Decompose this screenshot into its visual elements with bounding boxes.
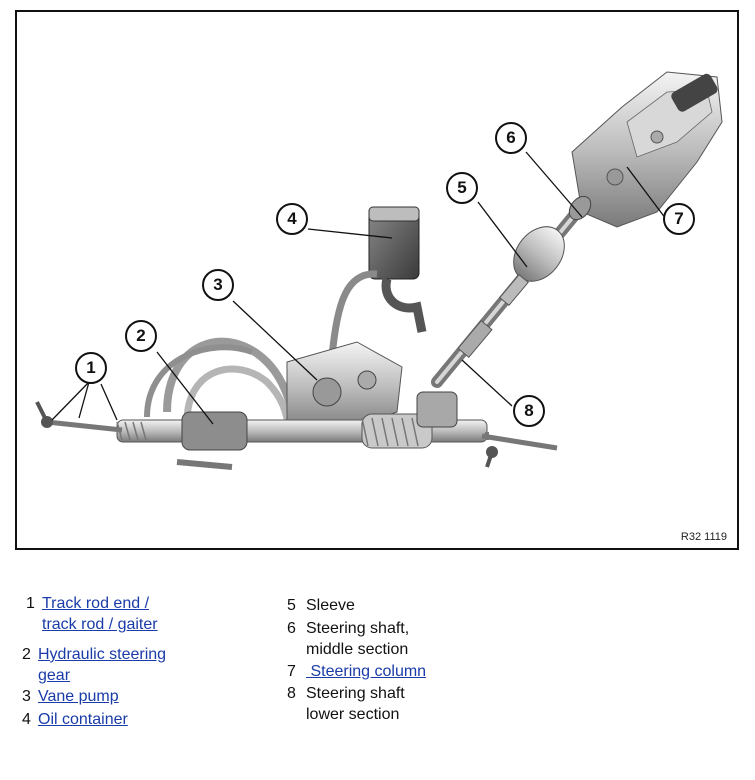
legend-item-7: 7 Steering column (287, 663, 427, 680)
legend-item-1: 1 Track rod end /track rod / gaiter (26, 595, 158, 633)
legend-item-3: 3 Vane pump (22, 688, 119, 705)
steering-illustration (35, 71, 723, 470)
callout-4: 4 (276, 203, 308, 235)
vane-pump-shape (286, 341, 403, 433)
callout-1: 1 (75, 352, 107, 384)
callout-5: 5 (446, 172, 478, 204)
callout-3: 3 (202, 269, 234, 301)
legend-link-oil-container[interactable]: Oil container (38, 711, 128, 728)
callout-leaders (51, 151, 670, 425)
callout-2: 2 (125, 320, 157, 352)
steering-shaft-shape (431, 195, 592, 388)
legend-item-4: 4 Oil container (22, 711, 128, 728)
figure-reference-code: R32 1119 (680, 531, 727, 543)
legend-link-steering-column[interactable]: Steering column (306, 663, 427, 680)
track-rod-shapes (35, 401, 558, 468)
oil-container-shape (328, 206, 427, 358)
steering-column-shape (571, 71, 723, 228)
legend-item-6: 6 Steering shaft,middle section (287, 620, 410, 658)
callout-7: 7 (663, 203, 695, 235)
legend-link-vane-pump[interactable]: Vane pump (38, 688, 119, 705)
legend-link-track-rod[interactable]: Track rod end /track rod / gaiter (42, 595, 158, 633)
legend-item-5: 5 Sleeve (287, 597, 355, 614)
steering-diagram: 1 2 3 4 5 6 7 8 R32 1119 (15, 10, 739, 550)
callout-8: 8 (513, 395, 545, 427)
steering-gear-shape (116, 391, 488, 451)
callout-6: 6 (495, 122, 527, 154)
